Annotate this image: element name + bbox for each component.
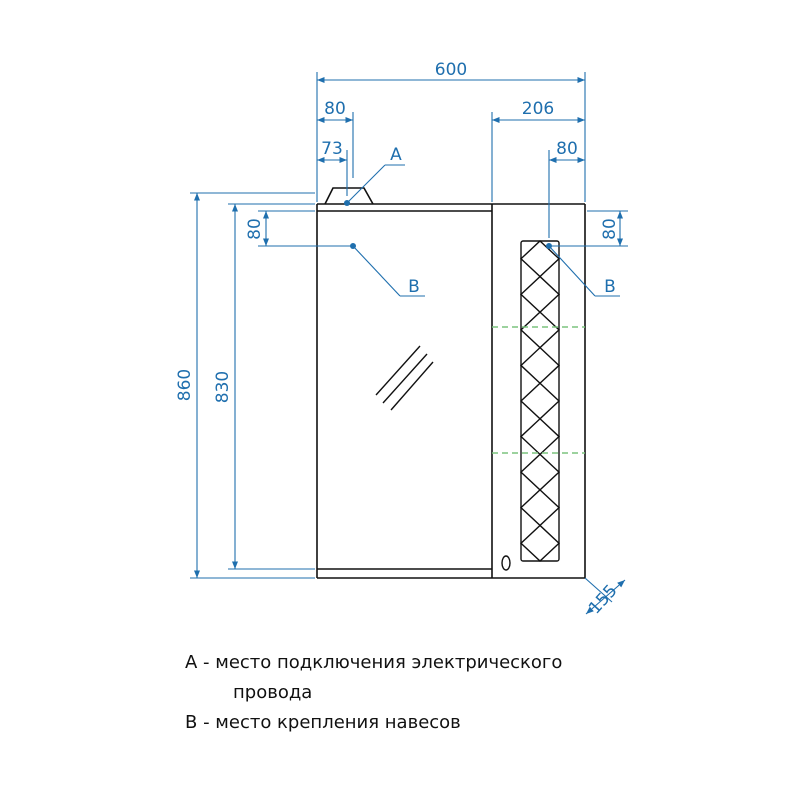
lattice-edge bbox=[521, 241, 540, 277]
lattice-edge bbox=[521, 419, 540, 455]
lattice-edge bbox=[521, 454, 540, 490]
dim-label-80-right-vertical: 80 bbox=[600, 218, 620, 240]
lattice-diamond bbox=[519, 311, 561, 349]
legend-a: A - место подключения электрического bbox=[185, 652, 563, 673]
dim-label-600: 600 bbox=[435, 60, 467, 80]
legend-a-cont: провода bbox=[233, 682, 313, 703]
lattice-edge bbox=[521, 312, 540, 348]
dim-label-830: 830 bbox=[213, 371, 233, 403]
dim-label-80-left: 80 bbox=[324, 99, 346, 119]
lattice-diamond bbox=[519, 488, 561, 527]
cable-outlet-box bbox=[324, 187, 374, 205]
lattice-diamond bbox=[519, 417, 561, 456]
lattice-edge bbox=[521, 348, 540, 384]
marker-a: A bbox=[390, 145, 402, 165]
leader-b-left bbox=[352, 245, 401, 297]
dim-label-73: 73 bbox=[321, 139, 343, 159]
marker-b-right: B bbox=[604, 277, 616, 297]
cabinet-outline bbox=[316, 203, 586, 579]
dim-label-155: 155 bbox=[585, 581, 622, 619]
lattice-edge bbox=[521, 490, 540, 526]
leader-a bbox=[346, 164, 386, 204]
lattice-edge bbox=[521, 525, 540, 561]
dim-line-155 bbox=[585, 579, 626, 615]
dim-label-860: 860 bbox=[175, 369, 195, 401]
dim-label-206: 206 bbox=[522, 99, 554, 119]
lattice-diamond bbox=[519, 382, 561, 420]
marker-b-left: B bbox=[408, 277, 420, 297]
leader-b-right bbox=[548, 245, 596, 297]
legend-b: B - место крепления навесов bbox=[185, 712, 461, 733]
lattice-panel bbox=[519, 240, 561, 562]
dim-label-80-right: 80 bbox=[556, 139, 578, 159]
lattice-diamond bbox=[519, 346, 561, 385]
lattice-edge bbox=[521, 277, 540, 313]
lattice-diamond bbox=[519, 453, 561, 491]
legend: A - место подключения электрического про… bbox=[185, 648, 562, 738]
lattice-diamond bbox=[519, 275, 561, 314]
point-b-left bbox=[350, 243, 356, 249]
mirror-reflection-lines bbox=[375, 345, 434, 411]
dim-label-80-left-vertical: 80 bbox=[245, 218, 265, 240]
door-handle bbox=[501, 555, 511, 571]
point-b-right bbox=[546, 243, 552, 249]
point-a bbox=[344, 200, 350, 206]
lattice-edge bbox=[521, 383, 540, 419]
lattice-diamond bbox=[519, 524, 561, 562]
shelves bbox=[492, 326, 585, 454]
